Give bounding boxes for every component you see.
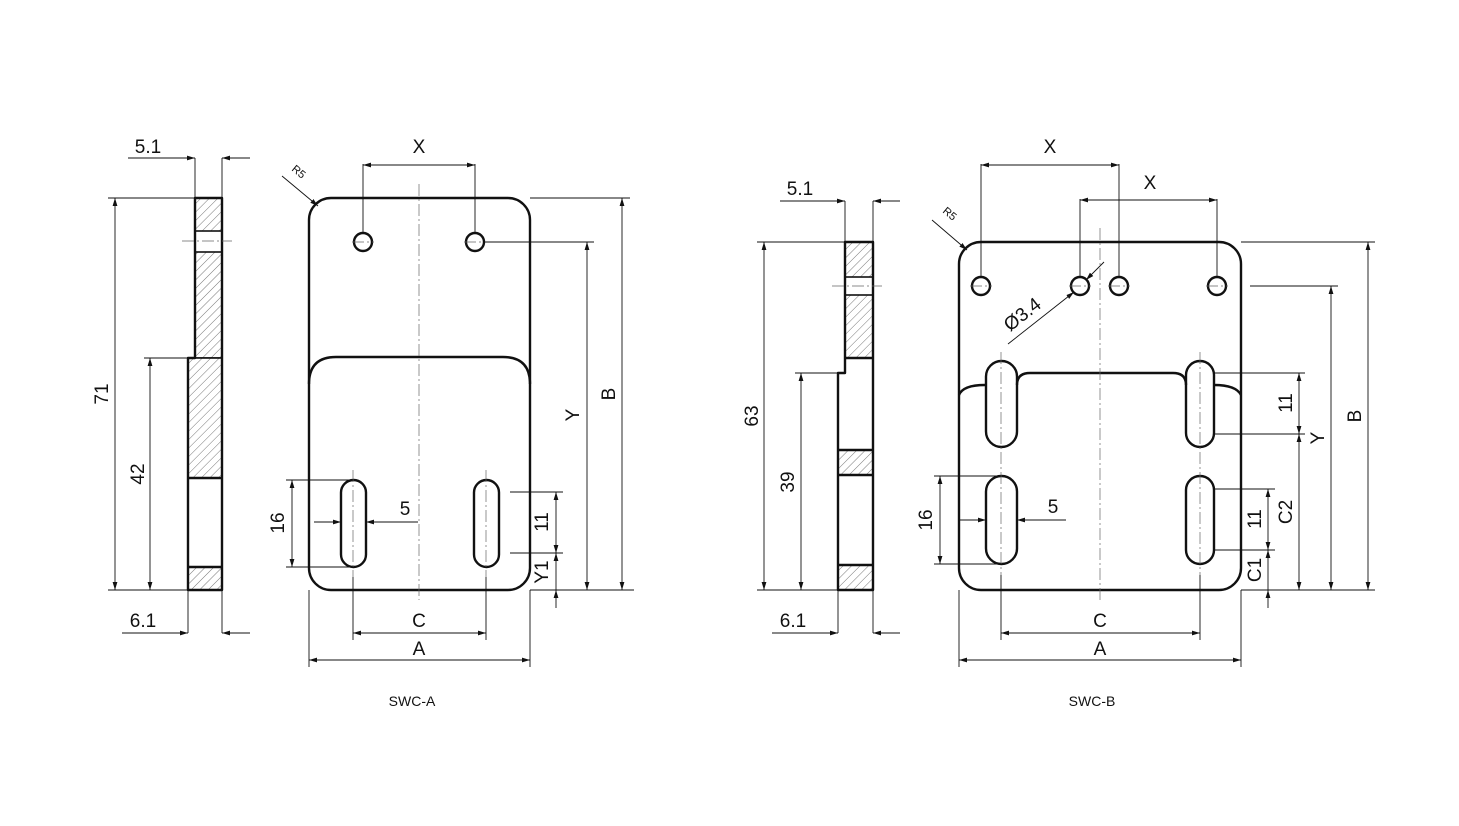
- dim-x1-b: X: [980, 137, 1120, 277]
- dim-radius-label-b: R5: [940, 205, 958, 223]
- dim-step-label-a: 42: [128, 463, 149, 484]
- dim-hole-diameter-b: Ø3.4: [1000, 261, 1105, 345]
- dim-c1-label-b: C1: [1245, 558, 1266, 582]
- dim-slot-len-a: 16: [268, 479, 353, 568]
- dim-y-b: Y: [1241, 285, 1375, 591]
- dim-b-b: B: [1241, 241, 1375, 590]
- dim-x-label-a: X: [413, 137, 426, 158]
- dim-radius-b: R5: [931, 205, 968, 251]
- dim-side-bottom-a: 6.1: [122, 590, 250, 636]
- dim-slot-gap-label-a: 11: [532, 512, 553, 532]
- dim-upper-gap-b: 11: [1214, 372, 1305, 435]
- dim-x2-label-b: X: [1144, 173, 1157, 194]
- dim-side-top-label-a: 5.1: [135, 137, 161, 158]
- dim-c-b: C: [1000, 575, 1201, 640]
- dim-side-bottom-label-b: 6.1: [780, 611, 806, 632]
- dim-lower-gap-b: 11: [1214, 488, 1275, 551]
- dim-slot-len-label-a: 16: [268, 512, 289, 533]
- dim-step-b: 39: [778, 372, 838, 590]
- side-section-b: [832, 240, 882, 592]
- dim-slot-gap-a: 11 Y1: [510, 491, 563, 608]
- slot-lower-left-b: [984, 474, 1019, 566]
- caption-swc-a: SWC-A: [389, 693, 436, 709]
- dim-y-label-a: Y: [563, 408, 584, 421]
- dim-slot-width-label-a: 5: [400, 499, 411, 520]
- dim-b-label-b: B: [1345, 410, 1366, 423]
- dim-y1-label-a: Y1: [532, 560, 553, 583]
- dim-x-a: X: [362, 137, 476, 233]
- side-section-a: [182, 196, 232, 592]
- dim-a-a: A: [308, 590, 531, 667]
- view-swc-a: 5.1 6.1 71 42: [92, 137, 634, 709]
- dim-radius-label-a: R5: [289, 163, 307, 181]
- dim-step-a: 42: [128, 357, 188, 590]
- dim-b-a: B: [530, 197, 630, 590]
- slot-left-a: [339, 478, 368, 569]
- dim-c-a: C: [352, 577, 487, 640]
- slot-upper-left-b: [984, 359, 1019, 449]
- dim-a-b: A: [958, 590, 1242, 667]
- slot-right-a: [472, 478, 501, 569]
- dim-side-bottom-label-a: 6.1: [130, 611, 156, 632]
- dim-y-label-b: Y: [1308, 431, 1329, 444]
- dim-side-top-a: 5.1: [128, 137, 250, 198]
- dim-side-top-label-b: 5.1: [787, 179, 813, 200]
- dim-slot-width-b: 5: [960, 497, 1066, 523]
- dim-a-label-b: A: [1094, 639, 1107, 660]
- dim-x2-b: X: [1079, 173, 1218, 277]
- dim-height-b: 63: [742, 241, 845, 591]
- dim-c1-b: C1: [1245, 550, 1271, 608]
- dim-c-label-a: C: [412, 611, 426, 632]
- front-plate-b: [957, 228, 1243, 602]
- front-plate-a: [307, 184, 532, 600]
- dim-slot-len-b: 16: [916, 475, 1001, 565]
- caption-swc-b: SWC-B: [1069, 693, 1116, 709]
- dim-slot-len-label-b: 16: [916, 509, 937, 530]
- dim-height-label-b: 63: [742, 405, 763, 426]
- dim-c2-b: C2: [1276, 434, 1302, 590]
- dim-height-label-a: 71: [92, 383, 113, 404]
- dim-upper-gap-label-b: 11: [1276, 393, 1297, 413]
- dim-c-label-b: C: [1093, 611, 1107, 632]
- dim-y-a: Y: [484, 241, 634, 591]
- dim-x1-label-b: X: [1044, 137, 1057, 158]
- dim-side-top-b: 5.1: [780, 179, 900, 242]
- dim-b-label-a: B: [599, 388, 620, 401]
- dim-a-label-a: A: [413, 639, 426, 660]
- dim-hole-label-b: Ø3.4: [1000, 294, 1046, 336]
- dim-step-label-b: 39: [778, 471, 799, 492]
- dim-radius-a: R5: [281, 163, 319, 207]
- dim-slot-width-label-b: 5: [1048, 497, 1059, 518]
- dim-slot-width-a: 5: [314, 499, 418, 525]
- dim-side-bottom-b: 6.1: [772, 590, 900, 636]
- dim-height-a: 71: [92, 197, 195, 591]
- view-swc-b: 5.1 6.1 63 39: [742, 137, 1375, 709]
- dim-lower-gap-label-b: 11: [1245, 509, 1266, 529]
- dim-c2-label-b: C2: [1276, 500, 1297, 524]
